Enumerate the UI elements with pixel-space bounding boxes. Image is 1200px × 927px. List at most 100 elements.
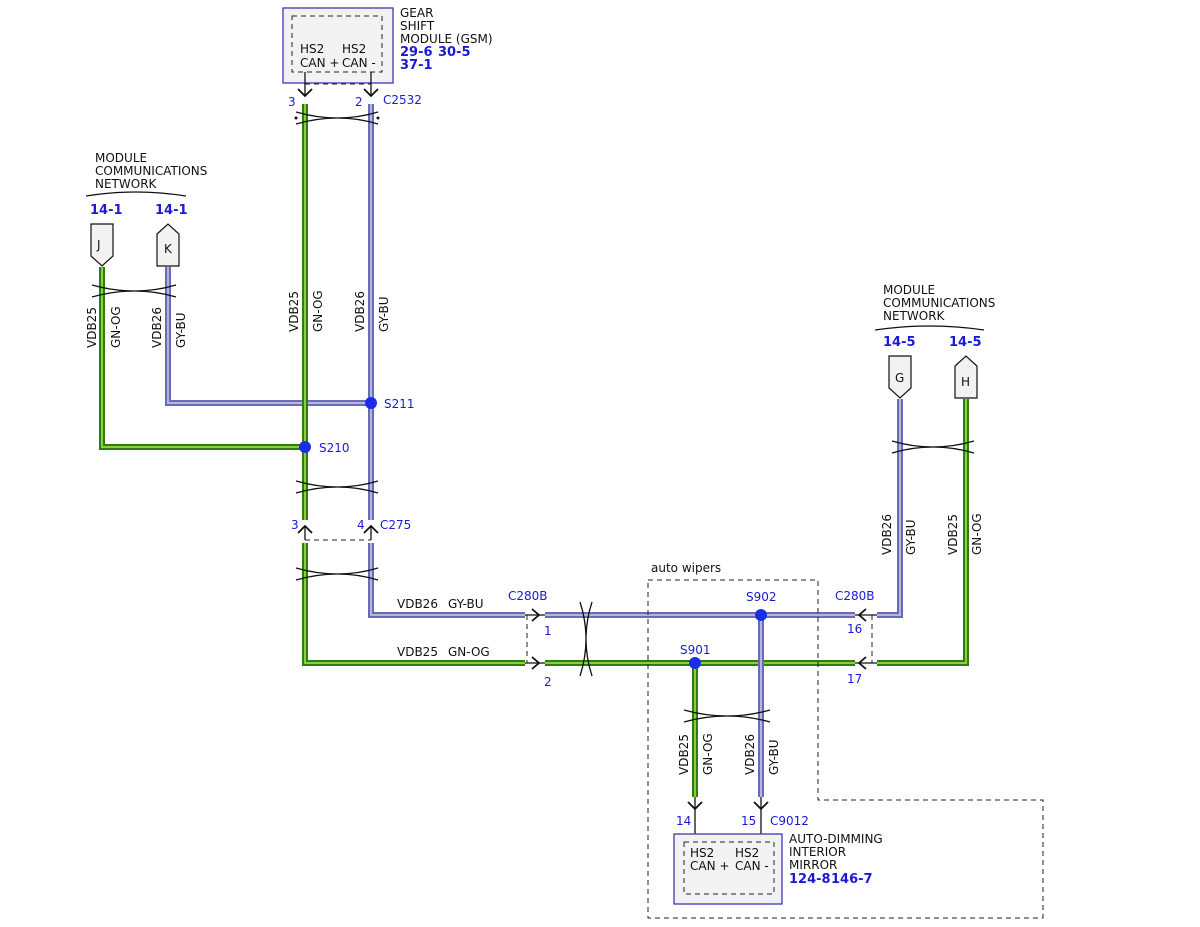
wire-label-color: GY-BU [377, 296, 391, 332]
mirror-pin15-label-line1: HS2 [735, 846, 759, 860]
connector-g-label: G [895, 371, 904, 385]
splice-s210-label: S210 [319, 441, 350, 455]
mcn-right-name-line3: NETWORK [883, 309, 946, 323]
connector-arrow-icon [531, 608, 541, 670]
wire-label-color: GY-BU [448, 597, 484, 611]
mirror-ref-link[interactable]: 146-7 [831, 872, 873, 887]
gear-shift-module[interactable]: HS2 CAN + HS2 CAN - [282, 7, 394, 84]
wire-label-circuit: VDB26 [397, 597, 438, 611]
splice-s902[interactable]: S902 [746, 590, 777, 621]
splice-s902-label: S902 [746, 590, 777, 604]
connector-j[interactable]: J [90, 223, 114, 267]
connector-h[interactable]: H [954, 355, 978, 399]
wire-vdb26-c275-c280b[interactable] [368, 543, 525, 618]
wire-label-circuit: VDB25 [287, 291, 301, 332]
auto-wipers-label: auto wipers [651, 561, 721, 575]
twisted-pair-icon [91, 284, 177, 298]
connector-k[interactable]: K [156, 223, 180, 267]
gsm-name-line3: MODULE (GSM) [400, 32, 493, 46]
mcn-left-bracket [85, 191, 187, 197]
connector-h-label: H [961, 375, 970, 389]
mcn-right-ref-g[interactable]: 14-5 [883, 335, 916, 350]
splice-s901[interactable]: S901 [680, 643, 711, 669]
mirror-name-line2: INTERIOR [789, 845, 846, 859]
c280b-right-label: C280B [835, 589, 875, 603]
mirror-pin14-label-line2: CAN + [690, 859, 729, 873]
gsm-ref-link[interactable]: 30-5 [438, 45, 471, 60]
wire-label-circuit: VDB25 [397, 645, 438, 659]
c2532-label: C2532 [383, 93, 422, 107]
twisted-pair-icon [294, 111, 380, 125]
wire-label-circuit: VDB26 [353, 291, 367, 332]
splice-s211[interactable]: S211 [365, 397, 415, 411]
c275-label: C275 [380, 518, 411, 532]
wire-label-circuit: VDB26 [880, 514, 894, 555]
gsm-name-line1: GEAR [400, 6, 433, 20]
gsm-pin3-label-line2: CAN + [300, 56, 339, 70]
splice-s901-label: S901 [680, 643, 711, 657]
wire-label-circuit: VDB25 [946, 514, 960, 555]
gsm-pin2-label-line2: CAN - [342, 56, 376, 70]
wire-vdb26-right[interactable] [877, 399, 903, 618]
mcn-right-name-line1: MODULE [883, 283, 935, 297]
gsm-pin2-label-line1: HS2 [342, 42, 366, 56]
c9012-pin15: 15 [741, 814, 756, 828]
gsm-ref-link[interactable]: 37-1 [400, 58, 433, 73]
mcn-left-ref-j[interactable]: 14-1 [90, 203, 123, 218]
c280b-left-pin2: 2 [544, 675, 552, 689]
auto-dimming-mirror-module[interactable]: HS2 CAN + HS2 CAN - [673, 833, 783, 905]
twisted-pair-icon [891, 440, 975, 454]
mirror-name-line3: MIRROR [789, 858, 837, 872]
twisted-pair-icon [683, 709, 771, 723]
mcn-right-bracket [874, 325, 985, 331]
mirror-pin14-label-line1: HS2 [690, 846, 714, 860]
gsm-name-line2: SHIFT [400, 19, 435, 33]
connector-arrow-icon [687, 801, 769, 811]
wire-label-color: GN-OG [311, 290, 325, 332]
gsm-ref-link[interactable]: 29-6 [400, 45, 433, 60]
wire-vdb26-left[interactable] [165, 267, 371, 406]
wire-label-color: GN-OG [701, 733, 715, 775]
mcn-right-name-line2: COMMUNICATIONS [883, 296, 995, 310]
mcn-left-name-line3: NETWORK [95, 177, 158, 191]
wire-label-color: GY-BU [904, 519, 918, 555]
wire-label-color: GY-BU [767, 739, 781, 775]
connector-arrow-icon [297, 88, 379, 98]
auto-wipers-option-box [647, 579, 1044, 919]
wire-label-circuit: VDB25 [85, 307, 99, 348]
connector-arrow-icon [297, 524, 379, 534]
splice-s210[interactable]: S210 [299, 441, 350, 455]
c280b-right-pin17: 17 [847, 672, 862, 686]
gsm-pin3-label-line1: HS2 [300, 42, 324, 56]
c9012-pin14: 14 [676, 814, 691, 828]
wire-label-color: GN-OG [109, 306, 123, 348]
mcn-left-name-line2: COMMUNICATIONS [95, 164, 207, 178]
c275-pin4: 4 [357, 518, 365, 532]
splice-s211-label: S211 [384, 397, 415, 411]
wire-label-circuit: VDB26 [150, 307, 164, 348]
connector-j-label: J [96, 238, 101, 252]
mcn-left-name-line1: MODULE [95, 151, 147, 165]
connector-g[interactable]: G [888, 355, 912, 399]
c280b-right-pin16: 16 [847, 622, 862, 636]
wire-label-circuit: VDB25 [677, 734, 691, 775]
c2532-pin2: 2 [355, 95, 363, 109]
c280b-left-label: C280B [508, 589, 548, 603]
wire-label-circuit: VDB26 [743, 734, 757, 775]
wire-label-color: GN-OG [970, 513, 984, 555]
c2532-pin3: 3 [288, 95, 296, 109]
wire-label-color: GN-OG [448, 645, 490, 659]
mirror-ref-link[interactable]: 124-8 [789, 872, 831, 887]
mcn-left-ref-k[interactable]: 14-1 [155, 203, 188, 218]
wire-vdb25-right[interactable] [877, 399, 969, 666]
wire-vdb25-left[interactable] [99, 267, 305, 450]
wire-vdb25-c275-c280b[interactable] [302, 543, 525, 666]
mcn-right-ref-h[interactable]: 14-5 [949, 335, 982, 350]
c280b-left-pin1: 1 [544, 624, 552, 638]
wire-label-color: GY-BU [174, 312, 188, 348]
twisted-pair-icon [579, 601, 593, 677]
mirror-pin15-label-line2: CAN - [735, 859, 769, 873]
c275-pin3: 3 [291, 518, 299, 532]
connector-k-label: K [164, 242, 173, 256]
